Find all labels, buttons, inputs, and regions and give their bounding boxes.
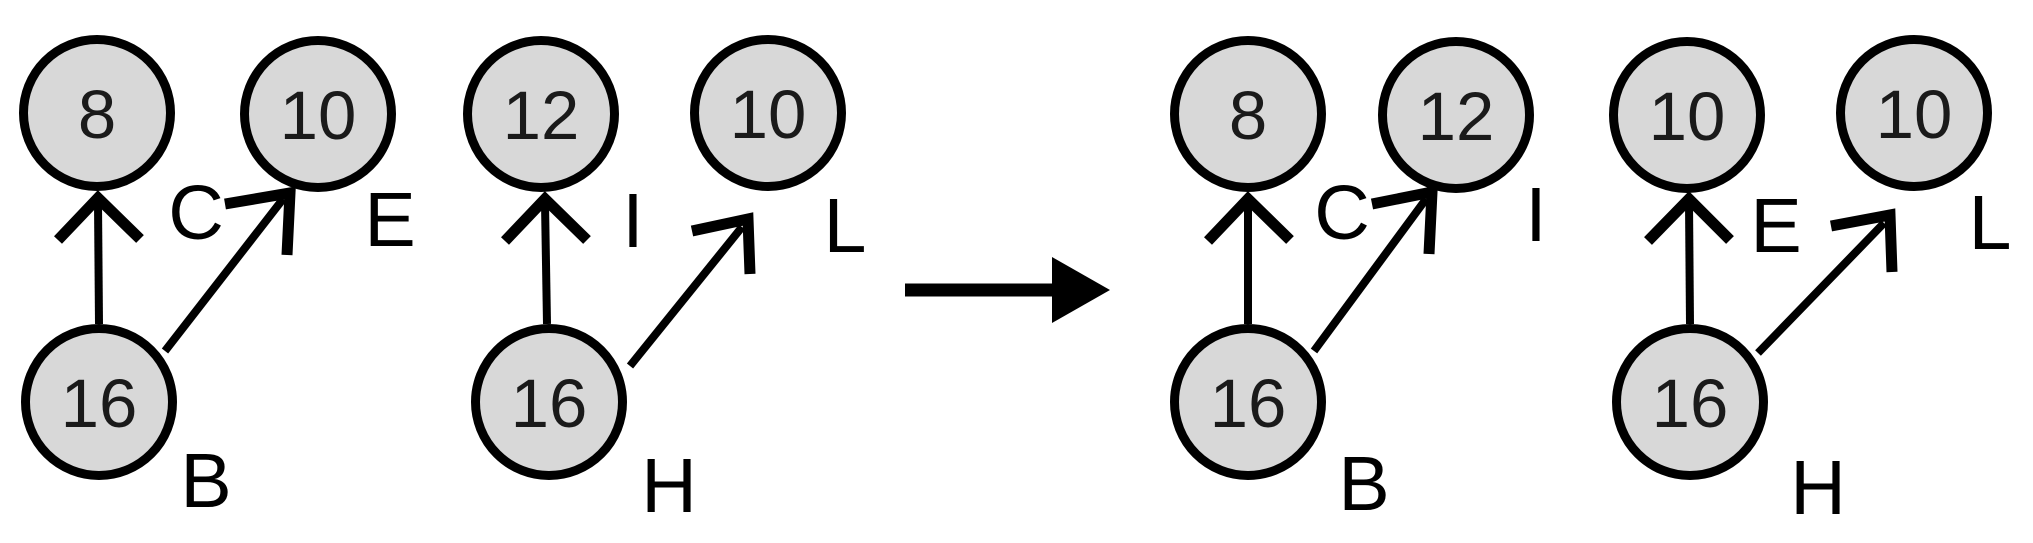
tree-node-H: 16 H xyxy=(1612,324,1846,531)
node-value: 10 xyxy=(280,77,357,154)
node-label: B xyxy=(180,438,231,524)
node-label: I xyxy=(1525,172,1546,258)
edge-line xyxy=(626,224,746,369)
node-circle xyxy=(1170,36,1326,192)
node-circle xyxy=(1836,35,1992,191)
node-label: B xyxy=(1338,441,1389,527)
arrowhead-icon xyxy=(1204,191,1294,245)
node-value: 16 xyxy=(61,365,138,442)
arrowhead-icon xyxy=(1829,208,1898,273)
arrowhead-icon xyxy=(54,190,144,244)
node-label: C xyxy=(168,170,224,256)
edge-line xyxy=(161,196,287,354)
node-label: L xyxy=(824,183,867,269)
node-value: 10 xyxy=(730,76,807,153)
edge-line xyxy=(1755,220,1887,356)
tree-node-C: 8 C xyxy=(19,35,224,256)
edge-line xyxy=(1310,196,1430,354)
node-label: H xyxy=(1790,445,1846,531)
arrowhead-icon xyxy=(1370,185,1438,255)
tree-node-B: 16 B xyxy=(21,324,232,524)
tree-node-L: 10 L xyxy=(690,35,867,269)
node-circle xyxy=(240,36,396,192)
node-value: 8 xyxy=(1229,77,1267,154)
edge-H-to-L xyxy=(626,212,756,369)
edge-H-to-I xyxy=(501,191,591,325)
edge-B-to-C xyxy=(1204,191,1294,324)
node-circle xyxy=(690,35,846,191)
node-label: L xyxy=(1969,180,2012,266)
node-value: 12 xyxy=(1418,78,1495,155)
tree-node-H: 16 H xyxy=(471,324,697,529)
node-label: E xyxy=(1750,183,1801,269)
node-value: 8 xyxy=(78,76,116,153)
node-value: 16 xyxy=(511,365,588,442)
node-value: 16 xyxy=(1210,365,1287,442)
node-label: I xyxy=(622,178,643,264)
tree-node-B: 16 B xyxy=(1170,324,1390,527)
node-value: 16 xyxy=(1652,365,1729,442)
transform-arrow xyxy=(905,257,1110,323)
edge-line xyxy=(541,202,551,325)
node-circle xyxy=(1609,37,1765,193)
node-circle xyxy=(21,324,177,480)
tree-node-E: 10 E xyxy=(240,36,416,263)
tree-node-I: 12 I xyxy=(463,36,644,264)
edge-B-to-C xyxy=(54,190,144,325)
node-value: 10 xyxy=(1876,76,1953,153)
node-label: H xyxy=(641,443,697,529)
node-value: 10 xyxy=(1649,78,1726,155)
arrowhead-icon xyxy=(1644,191,1734,245)
node-circle xyxy=(1170,324,1326,480)
tree-node-E: 10 E xyxy=(1609,37,1802,269)
node-label: C xyxy=(1314,170,1370,256)
edge-B-to-E xyxy=(161,186,296,354)
edge-H-to-L xyxy=(1755,208,1898,356)
edge-line xyxy=(1685,202,1694,325)
node-value: 12 xyxy=(503,77,580,154)
tree-node-C: 8 C xyxy=(1170,36,1370,256)
node-circle xyxy=(471,324,627,480)
arrowhead-icon xyxy=(501,191,591,245)
panel-after: 8 C 12 I 10 E 10 L 16 B 16 H xyxy=(1170,35,2012,531)
tree-node-L: 10 L xyxy=(1836,35,2012,266)
node-circle xyxy=(463,36,619,192)
edge-H-to-E xyxy=(1644,191,1734,325)
edge-B-to-I xyxy=(1310,185,1438,354)
transform-arrowhead-icon xyxy=(1052,257,1110,323)
node-label: E xyxy=(364,177,415,263)
node-circle xyxy=(1612,324,1768,480)
panel-before: 8 C 10 E 12 I 10 L 16 B 16 H xyxy=(19,35,867,529)
arrowhead-icon xyxy=(690,212,756,275)
tree-node-I: 12 I xyxy=(1378,37,1547,258)
arrowhead-icon xyxy=(224,186,296,256)
node-circle xyxy=(1378,37,1534,193)
edge-line xyxy=(94,202,103,325)
node-circle xyxy=(19,35,175,191)
